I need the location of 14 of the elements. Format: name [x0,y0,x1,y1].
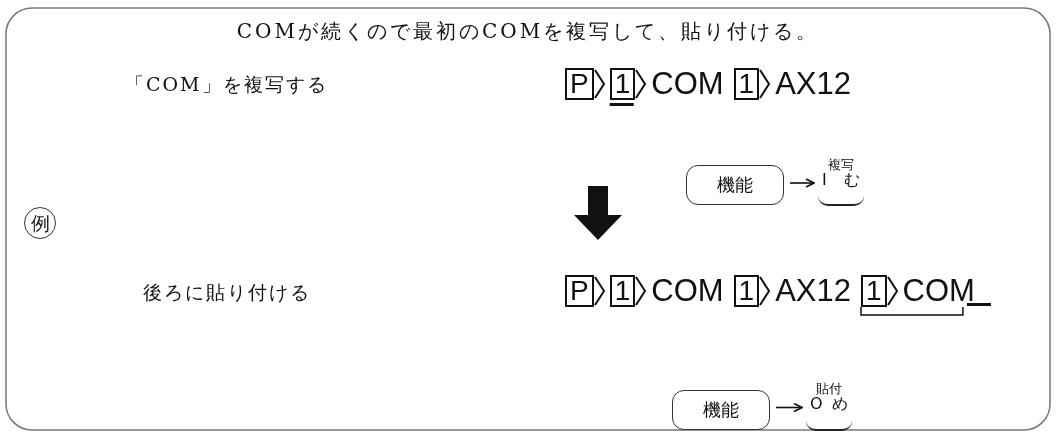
display-text: COM [651,273,724,309]
function-key: 機能 [686,165,784,205]
function-key: 機能 [672,390,770,430]
key-legend: 複写 I む [818,140,864,206]
heading: COMが続くので最初のCOMを複写して、貼り付ける。 [235,18,821,45]
arrow [775,402,803,413]
display-text: COM [902,273,975,309]
display-text: AX12 [775,66,851,102]
instruction-text: 「COM」を複写する [125,72,328,97]
display-text: COM [651,66,724,102]
display-text: AX12 [775,273,851,309]
arrow [789,178,815,188]
key-legend: 貼付 O め [806,363,852,431]
instruction-text: 後ろに貼り付ける [143,280,311,305]
